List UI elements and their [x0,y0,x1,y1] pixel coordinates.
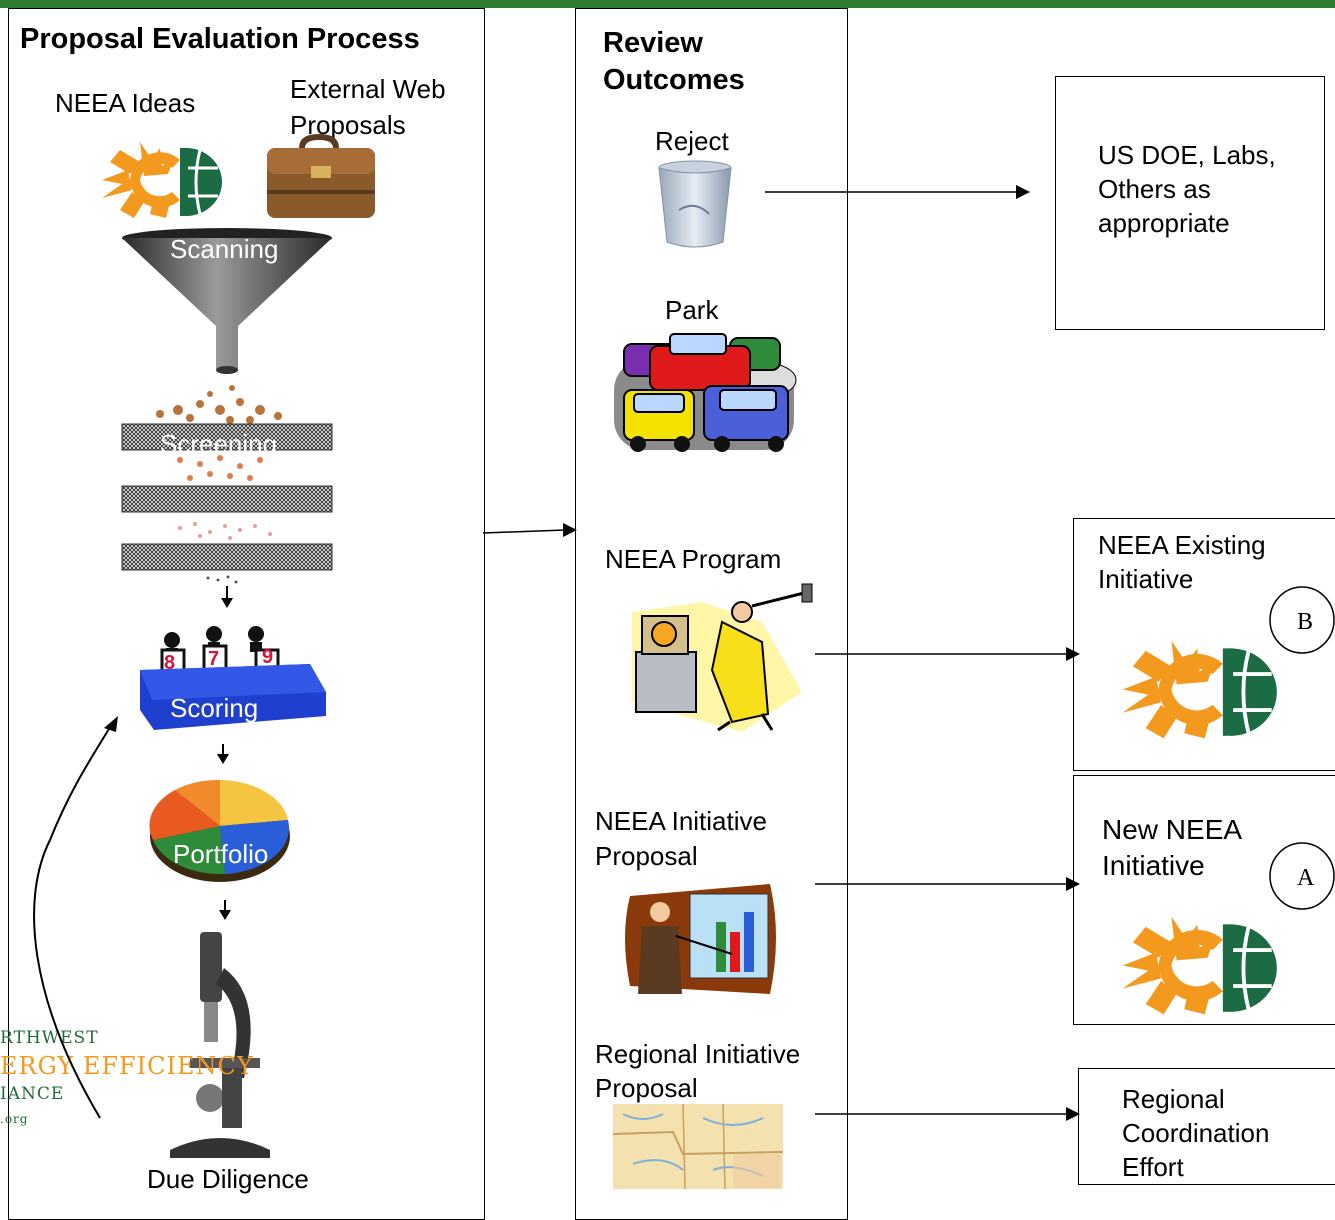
regional-coordination-line3: Effort [1122,1152,1184,1182]
us-doe-box [1055,76,1325,330]
us-doe-line1: US DOE, Labs, [1098,140,1276,170]
flow-arrow-scoring-portfolio [217,744,229,764]
neea-ideas-label: NEEA Ideas [55,88,196,118]
neea-initiative-proposal-line1: NEEA Initiative [595,806,767,836]
scoring-label: Scoring [170,693,259,723]
regional-coordination-box [1078,1068,1335,1185]
review-outcomes-title-line1: Review [603,27,703,59]
due-diligence-label: Due Diligence [147,1164,309,1194]
trash-can-icon [658,160,732,248]
neea-program-label: NEEA Program [605,544,782,574]
marker-a-label: A [1297,865,1315,891]
screening-label: Screening [160,429,278,459]
regional-coordination-line1: Regional [1122,1084,1225,1114]
neea-initiative-proposal-line2: Proposal [595,841,698,871]
watermark-line2: ERGY EFFICIENCY [0,1052,254,1080]
marker-b-label: B [1297,609,1314,635]
regional-map-icon [612,1103,784,1190]
watermark-line4: .org [0,1112,29,1126]
proposal-evaluation-title: Proposal Evaluation Process [20,23,420,55]
sun-globe-logo [1122,916,1277,1015]
sun-globe-logo [102,142,222,218]
scoring-table-icon [140,626,326,730]
portfolio-label: Portfolio [173,839,269,869]
sieve-icon [121,385,333,584]
external-web-label-line1: External Web [290,74,446,104]
microscope-icon [170,932,270,1158]
us-doe-line3: appropriate [1098,208,1230,238]
machine-worker-icon [632,583,813,732]
scanning-label: Scanning [170,234,279,264]
external-web-label-line2: Proposals [290,110,406,140]
marker-b-circle [1269,586,1335,654]
briefcase-icon [267,134,375,218]
new-initiative-line1: New NEEA [1102,814,1243,845]
existing-initiative-line1: NEEA Existing [1098,530,1266,560]
new-initiative-line2: Initiative [1102,850,1205,881]
flow-arrow-screening-scoring [221,586,233,608]
score-card-3: 9 [262,646,274,668]
marker-a-circle [1269,842,1335,910]
presenter-chart-icon [625,884,776,994]
regional-coordination-line2: Coordination [1122,1118,1270,1148]
pie-chart-icon [149,779,290,882]
regional-initiative-proposal-line1: Regional Initiative [595,1039,801,1069]
top-bar [0,0,1335,8]
traffic-jam-icon [614,333,797,452]
existing-initiative-line2: Initiative [1098,564,1194,594]
watermark-line1: RTHWEST [0,1028,99,1048]
review-outcomes-title-line2: Outcomes [603,64,745,96]
score-card-2: 7 [208,648,220,670]
regional-initiative-proposal-line2: Proposal [595,1073,698,1103]
us-doe-line2: Others as [1098,174,1211,204]
watermark-line3: IANCE [0,1084,65,1104]
funnel-icon [122,228,332,374]
flow-arrow-portfolio-diligence [219,900,231,920]
park-label: Park [665,295,719,325]
reject-label: Reject [655,126,729,156]
sun-globe-logo [1122,640,1277,739]
score-card-1: 8 [164,652,176,674]
